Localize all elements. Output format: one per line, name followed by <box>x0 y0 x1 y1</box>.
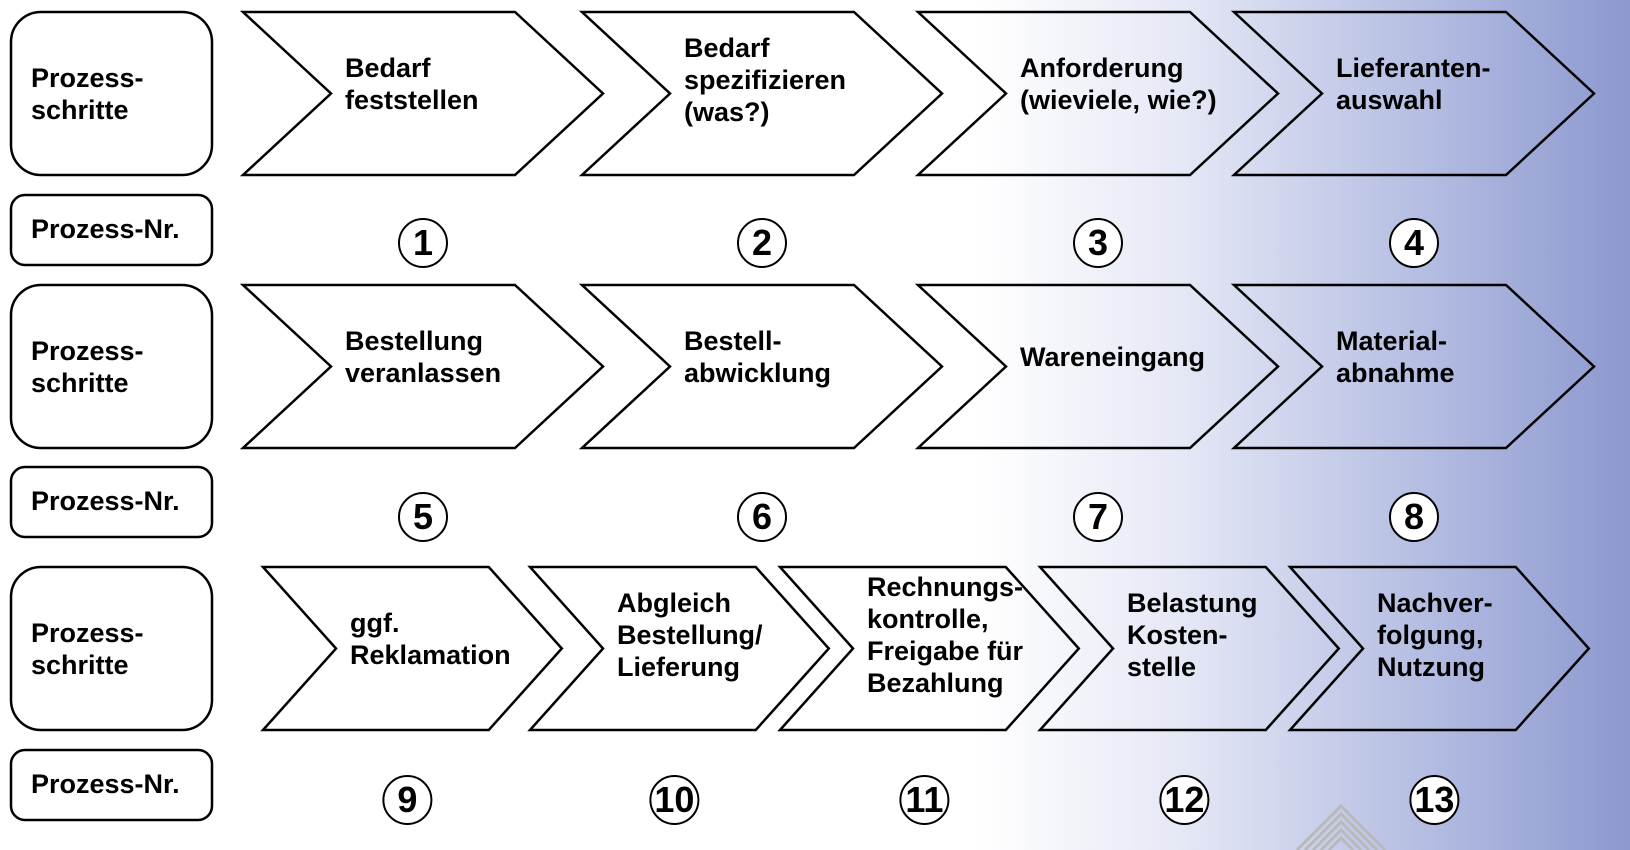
process-step-label: Wareneingang <box>1020 341 1206 372</box>
process-step-chevron <box>1230 10 1596 177</box>
process-number-header-label: Prozess-Nr. <box>31 486 180 516</box>
process-number-label: 10 <box>654 779 695 820</box>
process-number-circle <box>382 775 433 825</box>
process-number-header-label: Prozess-Nr. <box>31 769 180 799</box>
process-number-header-box <box>9 193 214 267</box>
process-number-circle <box>1073 492 1123 542</box>
process-number-label: 6 <box>751 496 773 537</box>
process-steps-header-box <box>9 10 214 177</box>
process-step-chevron <box>527 565 831 732</box>
process-step-label: Bestell- abwicklung <box>684 325 832 388</box>
process-number-header-box <box>9 748 214 822</box>
process-step-chevron <box>914 283 1280 450</box>
process-step-label: Abgleich Bestellung/ Lieferung <box>617 587 763 682</box>
process-step-chevron <box>1287 565 1591 732</box>
process-number-label: 3 <box>1087 222 1109 263</box>
process-step-chevron <box>239 283 605 450</box>
process-number-label: 12 <box>1164 779 1205 820</box>
process-number-circle <box>1159 775 1210 825</box>
process-number-label: 5 <box>412 496 434 537</box>
process-step-label: Belastung Kosten- stelle <box>1127 587 1258 682</box>
process-number-circle <box>1389 492 1439 542</box>
chevron-logo-icon <box>1295 803 1387 850</box>
process-steps-header-label: Prozess- schritte <box>31 62 144 125</box>
process-number-circle <box>1409 775 1460 825</box>
process-number-label: 13 <box>1414 779 1455 820</box>
process-number-label: 1 <box>412 222 434 263</box>
process-step-chevron <box>260 565 564 732</box>
process-number-circle <box>899 775 950 825</box>
process-number-label: 7 <box>1087 496 1109 537</box>
process-steps-header-box <box>9 283 214 450</box>
process-step-chevron <box>1037 565 1341 732</box>
process-step-chevron <box>914 10 1280 177</box>
process-step-label: Nachver- folgung, Nutzung <box>1377 587 1493 682</box>
process-steps-header-box <box>9 565 214 732</box>
process-steps-header-label: Prozess- schritte <box>31 335 144 398</box>
process-number-circle <box>737 492 787 542</box>
process-steps-header-label: Prozess- schritte <box>31 617 144 680</box>
process-step-label: Bedarf spezifizieren (was?) <box>684 32 847 127</box>
process-step-chevron <box>578 283 944 450</box>
process-step-label: ggf. Reklamation <box>350 607 511 670</box>
process-number-circle <box>398 492 448 542</box>
process-number-circle <box>398 218 448 268</box>
process-number-header-box <box>9 465 214 539</box>
process-step-chevron <box>578 10 944 177</box>
process-number-label: 2 <box>751 222 773 263</box>
process-step-label: Rechnungs- kontrolle, Freigabe für Bezah… <box>867 571 1024 698</box>
process-step-chevron <box>1230 283 1596 450</box>
process-number-circle <box>1389 218 1439 268</box>
process-step-label: Bestellung veranlassen <box>345 325 502 388</box>
process-number-circle <box>649 775 700 825</box>
process-number-label: 11 <box>905 779 944 820</box>
process-step-chevron <box>777 565 1081 732</box>
process-number-label: 8 <box>1403 496 1425 537</box>
process-step-chevron <box>239 10 605 177</box>
process-number-label: 9 <box>397 779 418 820</box>
process-number-header-label: Prozess-Nr. <box>31 214 180 244</box>
process-step-label: Lieferanten- auswahl <box>1336 52 1491 115</box>
process-step-label: Material- abnahme <box>1336 325 1455 388</box>
process-number-circle <box>1073 218 1123 268</box>
process-number-label: 4 <box>1403 222 1425 263</box>
process-number-circle <box>737 218 787 268</box>
process-step-label: Bedarf feststellen <box>345 52 479 115</box>
process-step-label: Anforderung (wieviele, wie?) <box>1020 52 1217 115</box>
